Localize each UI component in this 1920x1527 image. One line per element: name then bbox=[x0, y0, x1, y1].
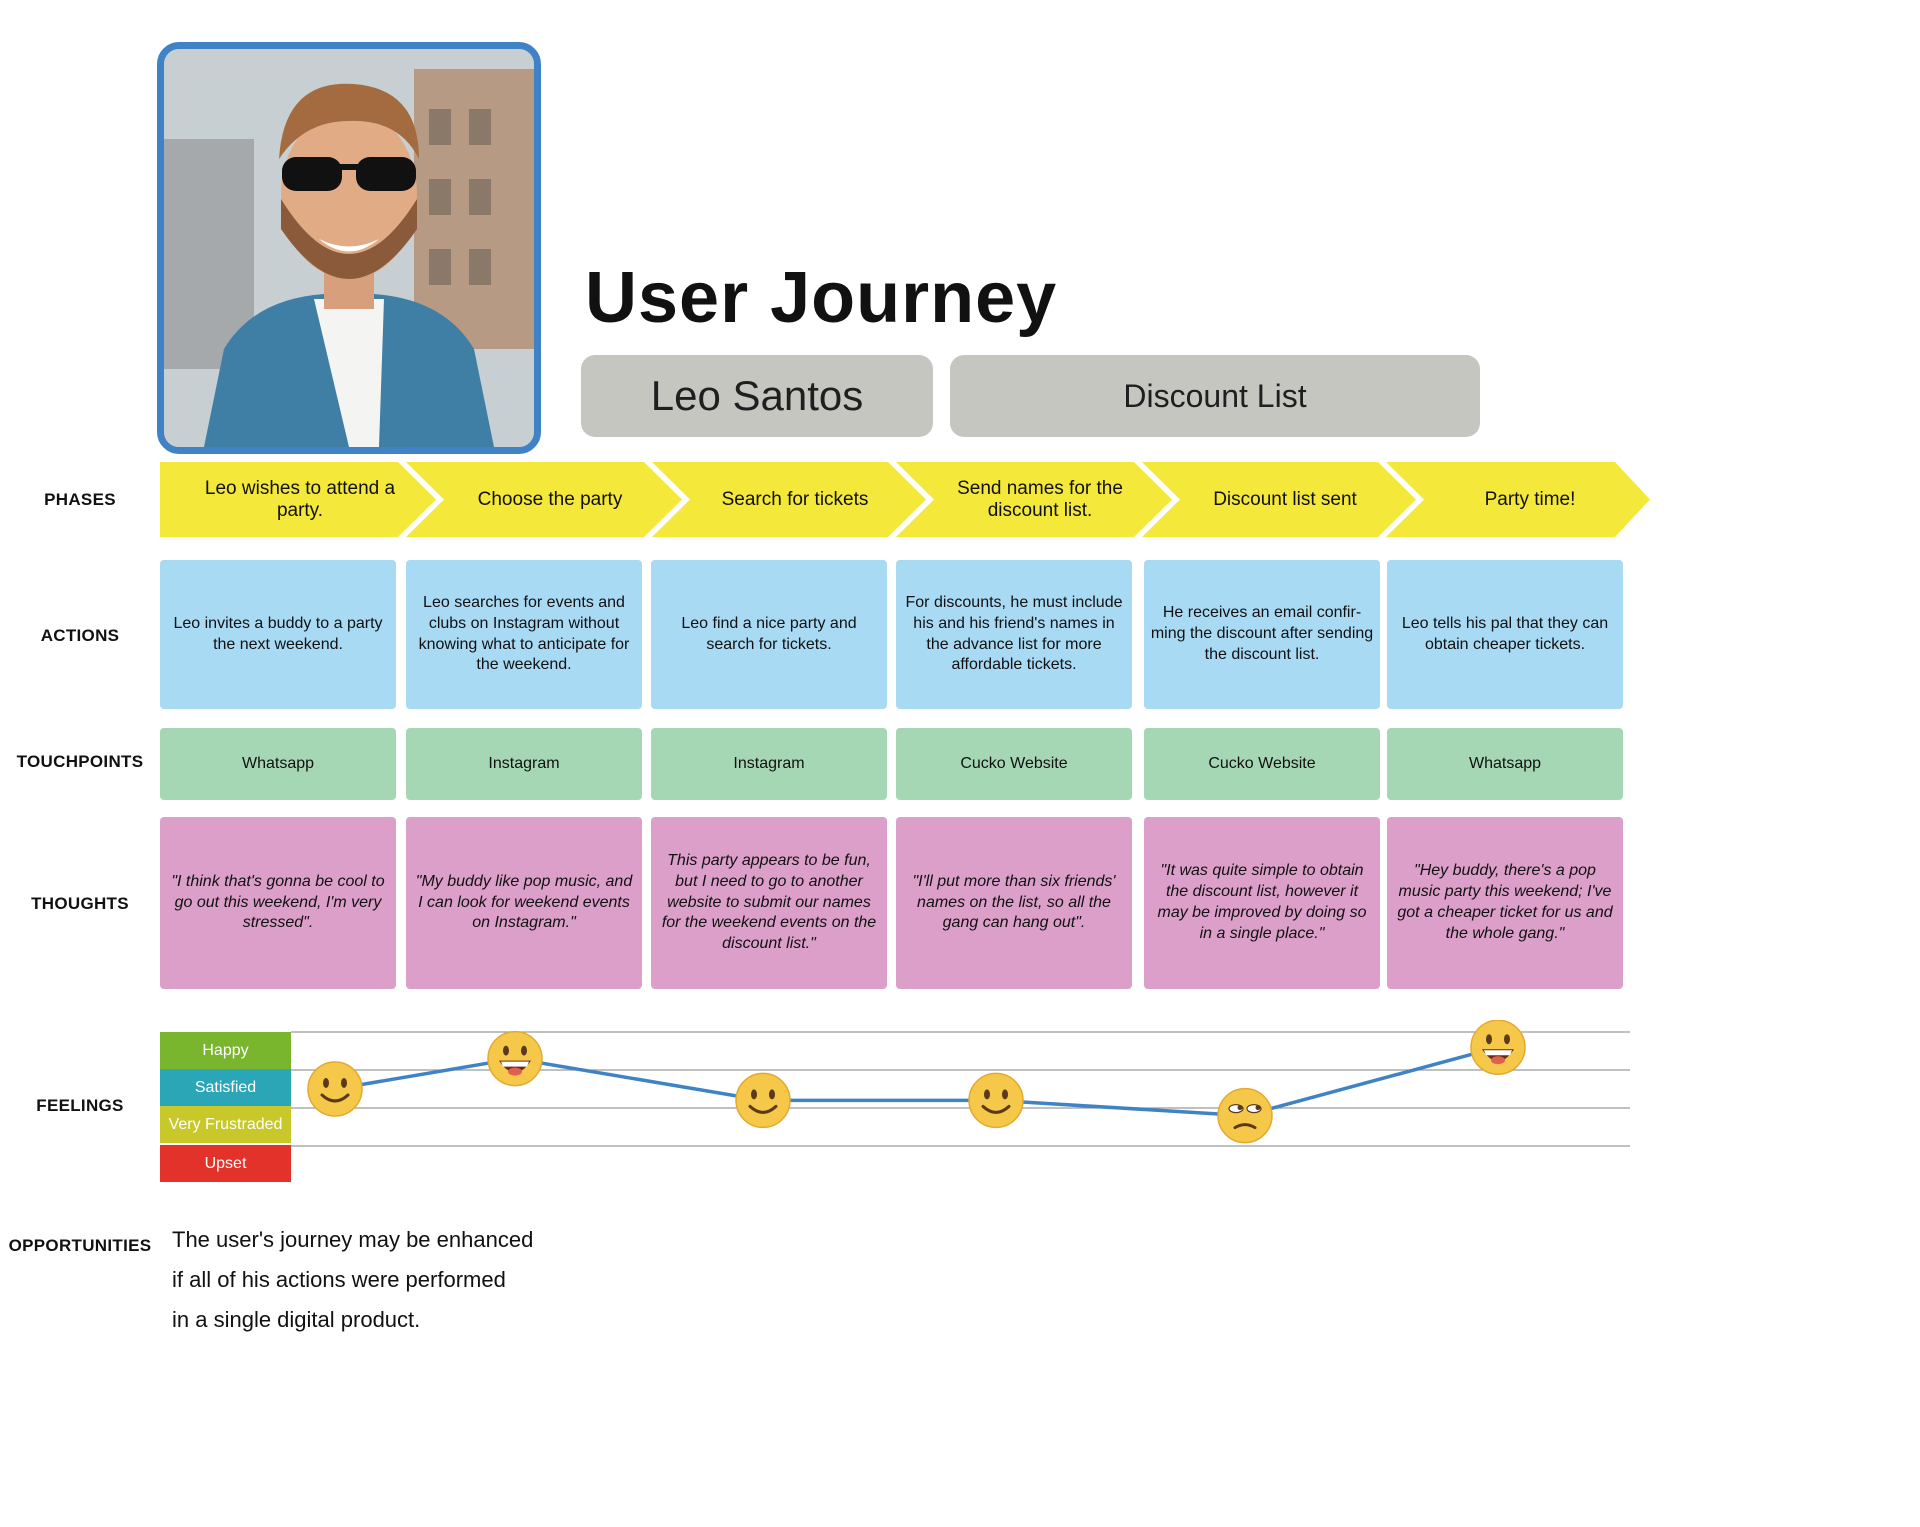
action-card-1: Leo invites a buddy to a party the next … bbox=[160, 560, 396, 709]
page-title: User Journey bbox=[585, 258, 1058, 338]
thought-card-4: "I'll put more than six friends' names o… bbox=[896, 817, 1132, 989]
touchpoint-card-6: Whatsapp bbox=[1387, 728, 1623, 800]
phase-chevron-6 bbox=[1386, 462, 1650, 537]
phase-4: Send names for the discount list. bbox=[957, 477, 1123, 521]
thought-card-2: "My buddy like pop music, and I can look… bbox=[406, 817, 642, 989]
phase-2: Choose the party bbox=[477, 488, 623, 510]
emoji-grin-icon bbox=[487, 1030, 543, 1087]
phase-5: Discount list sent bbox=[1213, 488, 1357, 510]
action-card-2: Leo searches for events and clubs on Ins… bbox=[406, 560, 642, 709]
phase-chevron-4 bbox=[896, 462, 1172, 537]
feeling-label-happy: Happy bbox=[160, 1032, 291, 1069]
persona-photo bbox=[157, 42, 541, 454]
row-label-actions: ACTIONS bbox=[40, 626, 120, 645]
row-label-opportunities: OPPORTUNITIES bbox=[8, 1236, 152, 1255]
row-label-feelings: FEELINGS bbox=[36, 1096, 124, 1115]
thought-card-5: "It was quite simple to obtain the disco… bbox=[1144, 817, 1380, 989]
thought-card-1: "I think that's gonna be cool to go out … bbox=[160, 817, 396, 989]
opportunity-line-2: if all of his actions were performed bbox=[172, 1267, 506, 1292]
persona-name-pill: Leo Santos bbox=[581, 355, 933, 437]
action-card-5: He receives an email confir-ming the dis… bbox=[1144, 560, 1380, 709]
emoji-grin-icon bbox=[1470, 1020, 1526, 1075]
thought-card-3: This party appears to be fun, but I need… bbox=[651, 817, 887, 989]
phase-6: Party time! bbox=[1484, 488, 1576, 510]
feelings-chart bbox=[291, 1020, 1630, 1147]
phase-3: Search for tickets bbox=[721, 488, 869, 510]
persona-portrait bbox=[164, 49, 534, 447]
touchpoint-card-3: Instagram bbox=[651, 728, 887, 800]
opportunity-text: The user's journey may be enhanced if al… bbox=[172, 1220, 632, 1340]
phase-chevrons bbox=[160, 462, 1650, 537]
phase-chevron-1 bbox=[160, 462, 436, 537]
action-card-3: Leo find a nice party and search for tic… bbox=[651, 560, 887, 709]
emoji-smile-icon bbox=[968, 1072, 1024, 1129]
opportunity-line-1: The user's journey may be enhanced bbox=[172, 1227, 534, 1252]
touchpoint-card-5: Cucko Website bbox=[1144, 728, 1380, 800]
row-label-phases: PHASES bbox=[44, 490, 116, 509]
row-label-thoughts: THOUGHTS bbox=[31, 894, 129, 913]
emoji-smile-icon bbox=[307, 1061, 363, 1117]
opportunity-line-3: in a single digital product. bbox=[172, 1307, 421, 1332]
phase-1: Leo wishes to attend a party. bbox=[204, 477, 396, 521]
touchpoint-card-1: Whatsapp bbox=[160, 728, 396, 800]
phase-chevron-3 bbox=[652, 462, 926, 537]
phases-row: Leo wishes to attend a party. Choose the… bbox=[160, 462, 1650, 537]
phase-chevron-5 bbox=[1142, 462, 1416, 537]
feeling-label-upset: Upset bbox=[160, 1145, 291, 1182]
touchpoint-card-4: Cucko Website bbox=[896, 728, 1132, 800]
phase-chevron-2 bbox=[406, 462, 682, 537]
feeling-label-very-frustraded: Very Frustraded bbox=[160, 1106, 291, 1143]
thought-card-6: "Hey buddy, there's a pop music party th… bbox=[1387, 817, 1623, 989]
action-card-6: Leo tells his pal that they can obtain c… bbox=[1387, 560, 1623, 709]
feelings-line bbox=[334, 1045, 1499, 1118]
emoji-smile-icon bbox=[735, 1072, 791, 1129]
row-label-touchpoints: TOUCHPOINTS bbox=[16, 752, 144, 771]
emoji-unamused-icon bbox=[1217, 1087, 1273, 1144]
action-card-4: For discounts, he must include his and h… bbox=[896, 560, 1132, 709]
touchpoint-card-2: Instagram bbox=[406, 728, 642, 800]
scenario-pill: Discount List bbox=[950, 355, 1480, 437]
feeling-label-satisfied: Satisfied bbox=[160, 1069, 291, 1106]
